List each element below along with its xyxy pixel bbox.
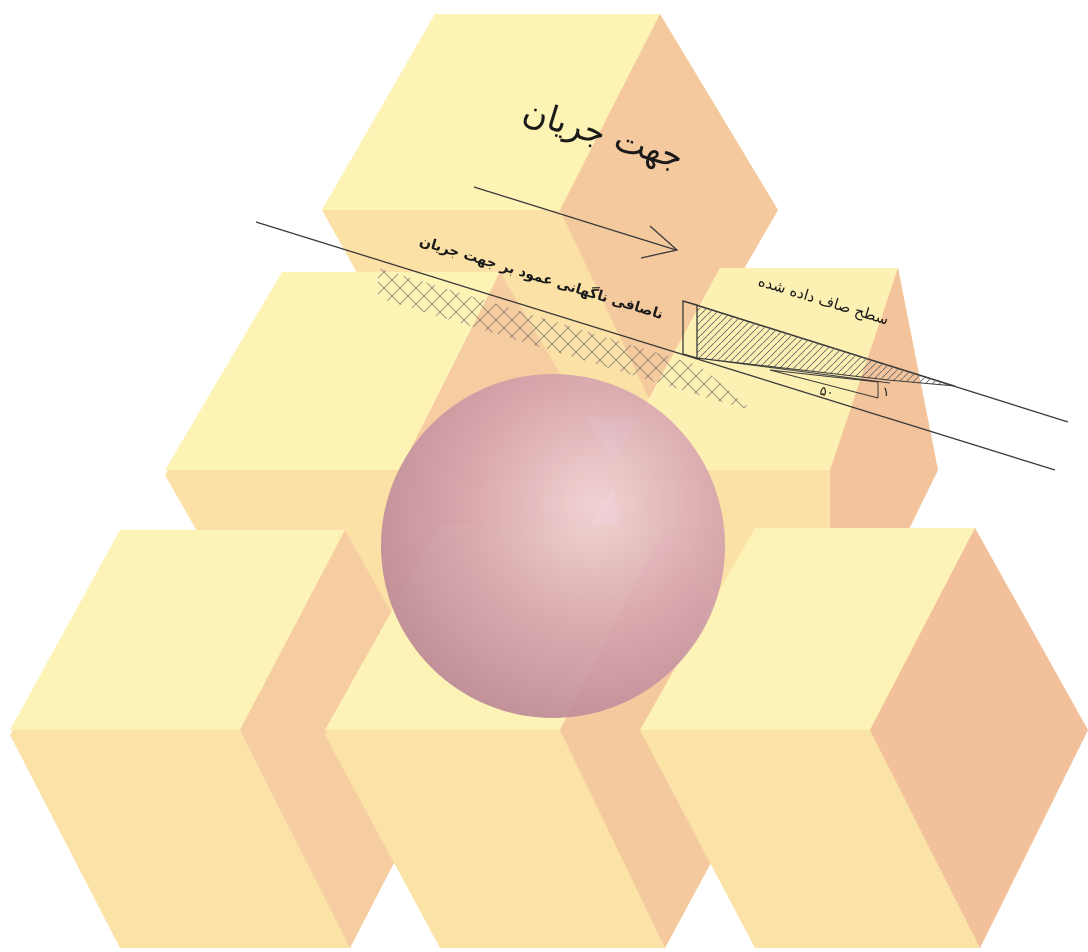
bed-hatching xyxy=(378,268,752,410)
slope-rise-label: ۱ xyxy=(883,385,890,400)
wedge-edge xyxy=(696,357,891,384)
sphere xyxy=(381,374,725,718)
cube-bottom-right xyxy=(640,528,1088,948)
slope-triangle xyxy=(769,369,879,399)
flow-arrow xyxy=(473,186,679,259)
bed-line-lower xyxy=(255,221,1056,471)
transition-wedge xyxy=(696,304,956,387)
slope-run-label: ۵۰ xyxy=(818,384,834,401)
